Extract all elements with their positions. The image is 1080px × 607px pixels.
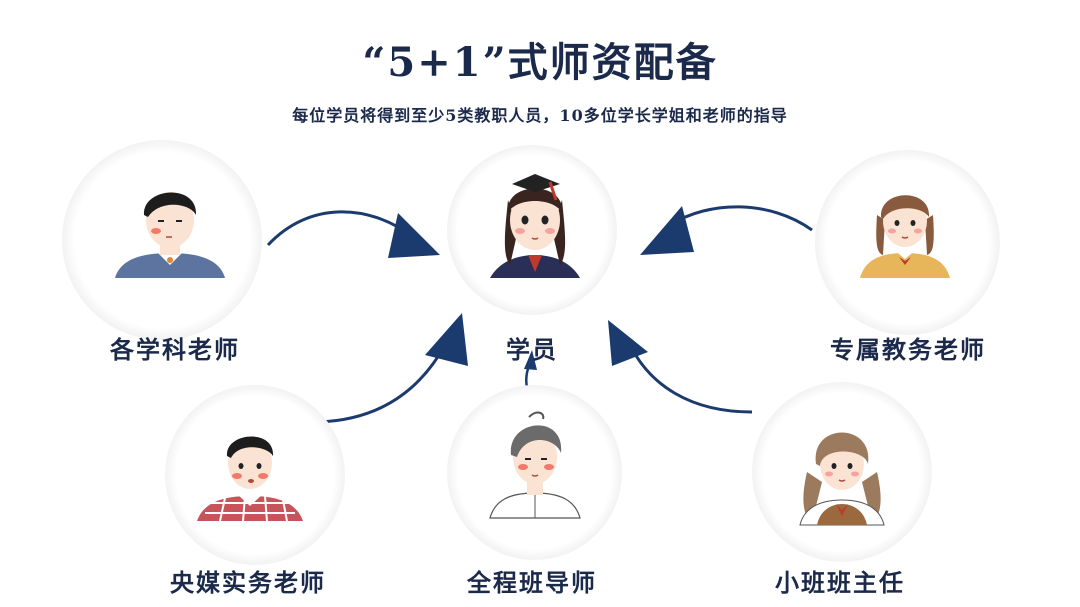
media-practice-teacher-avatar-icon bbox=[195, 418, 305, 523]
academic-affairs-teacher-avatar-icon bbox=[855, 175, 955, 280]
class-head-teacher-avatar-icon bbox=[792, 412, 892, 527]
student-graduate-avatar-icon bbox=[480, 160, 590, 280]
bottom-left-label: 央媒实务老师 bbox=[128, 563, 368, 598]
bottom-center-label: 全程班导师 bbox=[412, 563, 652, 598]
arrowhead-top-left bbox=[388, 213, 440, 258]
center-label: 学员 bbox=[412, 330, 652, 365]
subject-teacher-avatar-icon bbox=[110, 175, 230, 280]
arrow-top-left-to-center bbox=[268, 212, 410, 245]
arrow-top-right-to-center bbox=[670, 207, 812, 230]
top-left-label: 各学科老师 bbox=[55, 330, 295, 365]
top-right-label: 专属教务老师 bbox=[788, 330, 1028, 365]
full-course-tutor-avatar-icon bbox=[485, 405, 585, 520]
arrowhead-top-right bbox=[640, 206, 694, 255]
bottom-right-label: 小班班主任 bbox=[720, 563, 960, 598]
